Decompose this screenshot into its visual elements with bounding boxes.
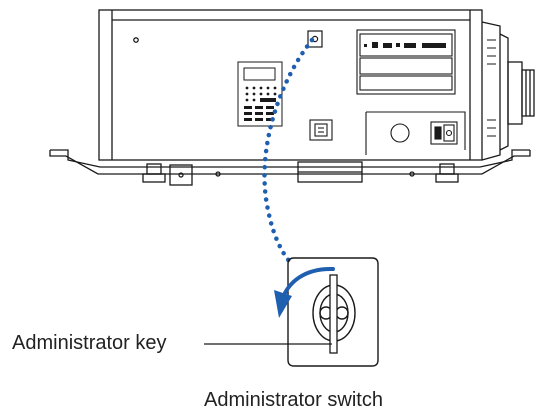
connector-panel-icon [356,29,456,95]
power-panel [365,111,466,155]
projector-body [98,9,535,161]
administrator-key [329,274,338,354]
lens [507,61,535,125]
administrator-key-label: Administrator key [12,332,167,354]
keypad-icon [237,61,283,127]
vent-grille [487,39,496,137]
projector-base [49,149,531,186]
socket [309,119,333,141]
dotted-connector [262,37,315,265]
power-switch-icon [430,121,458,145]
administrator-switch-label: Administrator switch [204,389,383,411]
rotate-arrow-icon [274,266,335,318]
